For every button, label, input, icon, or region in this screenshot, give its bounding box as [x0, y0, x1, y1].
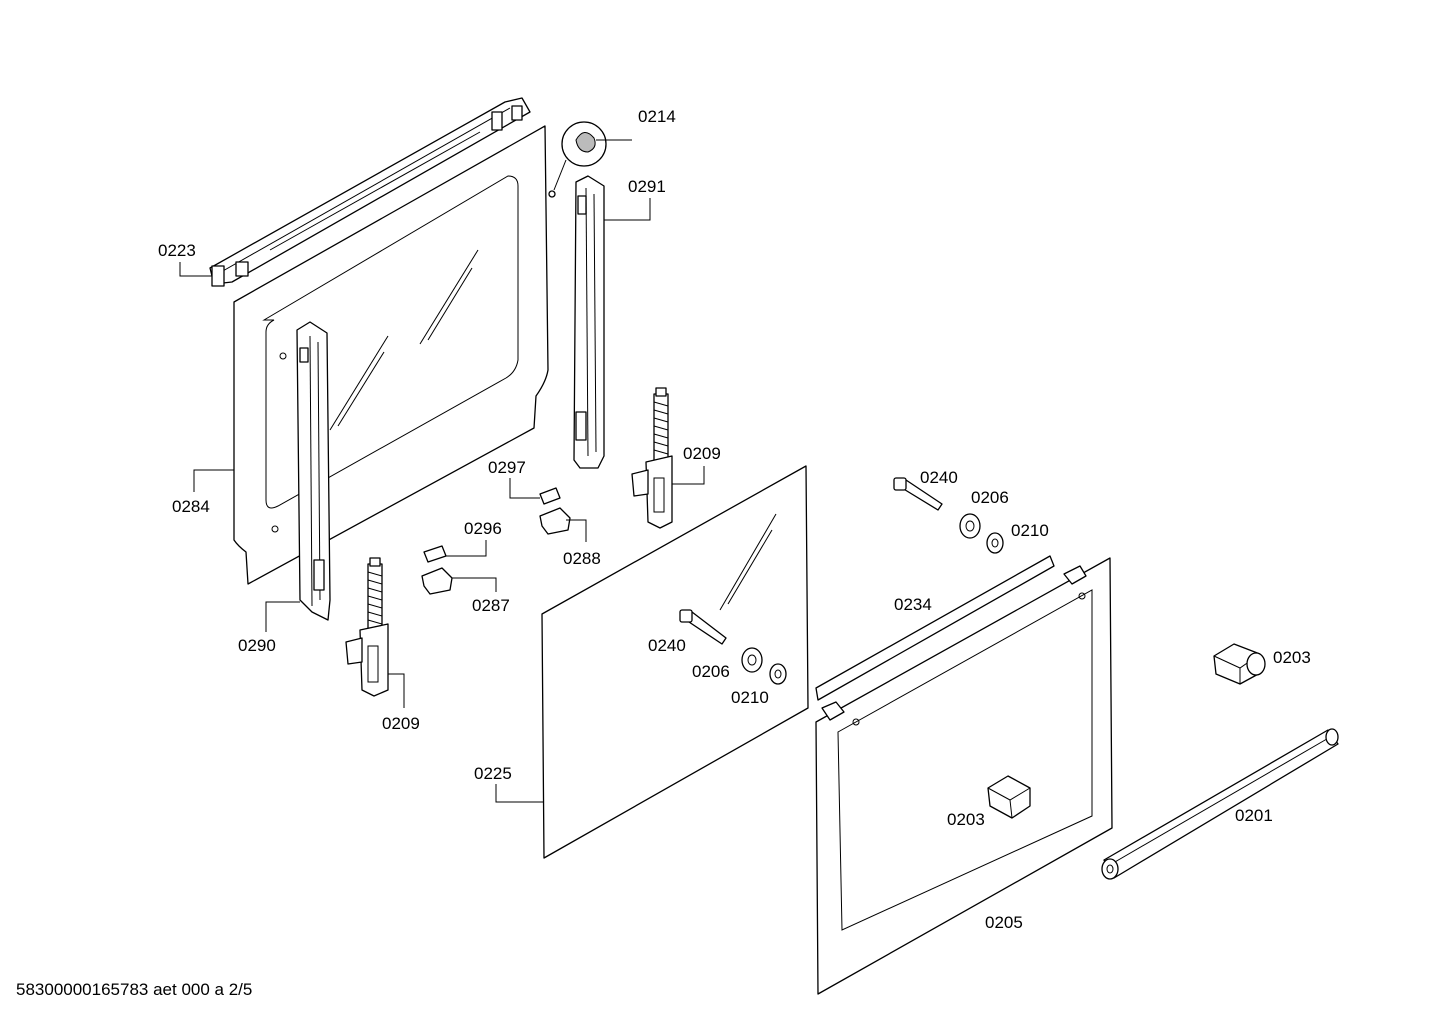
callout-0210-right: 0210 [1011, 521, 1049, 540]
leader-0287 [452, 577, 497, 592]
leader-0296 [446, 540, 487, 557]
leader-0209-upper [672, 466, 705, 485]
callout-0291: 0291 [628, 177, 666, 196]
leader-0209-lower [388, 673, 405, 708]
leader-0284 [193, 469, 234, 492]
part-0210-spacer-right [986, 532, 1004, 554]
callout-0203-loose: 0203 [1273, 648, 1311, 667]
callout-0209-upper: 0209 [683, 444, 721, 463]
part-0284-inner-panel [233, 125, 549, 585]
callout-0223: 0223 [158, 241, 196, 260]
callout-0287: 0287 [472, 596, 510, 615]
callouts: 0214 0291 0223 0284 0290 0209 0209 0297 … [158, 107, 1311, 932]
callout-0214: 0214 [638, 107, 676, 126]
part-0203-cap-door [987, 775, 1031, 819]
callout-0288: 0288 [563, 549, 601, 568]
part-0296-clip [423, 545, 447, 563]
part-0291-right-bracket [573, 175, 605, 469]
part-0287-clip [421, 567, 453, 595]
callout-0296: 0296 [464, 519, 502, 538]
callout-0240-mid: 0240 [648, 636, 686, 655]
part-0203-cap-loose [1213, 643, 1266, 685]
leader-0291 [604, 198, 651, 221]
drawing-reference-code: 58300000165783 aet 000 a 2/5 [16, 980, 253, 999]
callout-0234: 0234 [894, 595, 932, 614]
part-0209-hinge-lower [345, 557, 389, 697]
callout-0210-mid: 0210 [731, 688, 769, 707]
part-0205-outer-door [815, 557, 1113, 995]
leader-0290 [265, 601, 300, 632]
callout-0205: 0205 [985, 913, 1023, 932]
callout-0240-right: 0240 [920, 468, 958, 487]
callout-0206-right: 0206 [971, 488, 1009, 507]
part-0288-clip [539, 507, 571, 535]
callout-0297: 0297 [488, 458, 526, 477]
part-0290-left-bracket [296, 321, 331, 621]
part-0225-glass-panel [541, 465, 809, 859]
leader-0225 [495, 784, 544, 803]
part-0206-washer-right [959, 513, 981, 539]
callout-0225: 0225 [474, 764, 512, 783]
part-0240-screw-right [893, 477, 943, 511]
leader-lines [179, 139, 705, 803]
callout-0201: 0201 [1235, 806, 1273, 825]
part-0206-washer-mid [741, 647, 763, 673]
callout-0284: 0284 [172, 497, 210, 516]
leader-0288 [566, 519, 587, 542]
leader-0297 [509, 478, 540, 499]
part-0201-handle-bar [1101, 728, 1339, 880]
callout-0206-mid: 0206 [692, 662, 730, 681]
part-0214-knob [548, 121, 607, 198]
part-0210-spacer-mid [769, 663, 787, 685]
part-0240-screw-mid [679, 609, 727, 645]
callout-0209-lower: 0209 [382, 714, 420, 733]
part-0297-clip [539, 487, 561, 505]
callout-0203-door: 0203 [947, 810, 985, 829]
leader-0223 [179, 262, 212, 277]
part-0223-top-rail [209, 97, 531, 287]
part-0234-strip [815, 555, 1055, 701]
callout-0290: 0290 [238, 636, 276, 655]
part-0209-hinge-upper [631, 387, 673, 529]
